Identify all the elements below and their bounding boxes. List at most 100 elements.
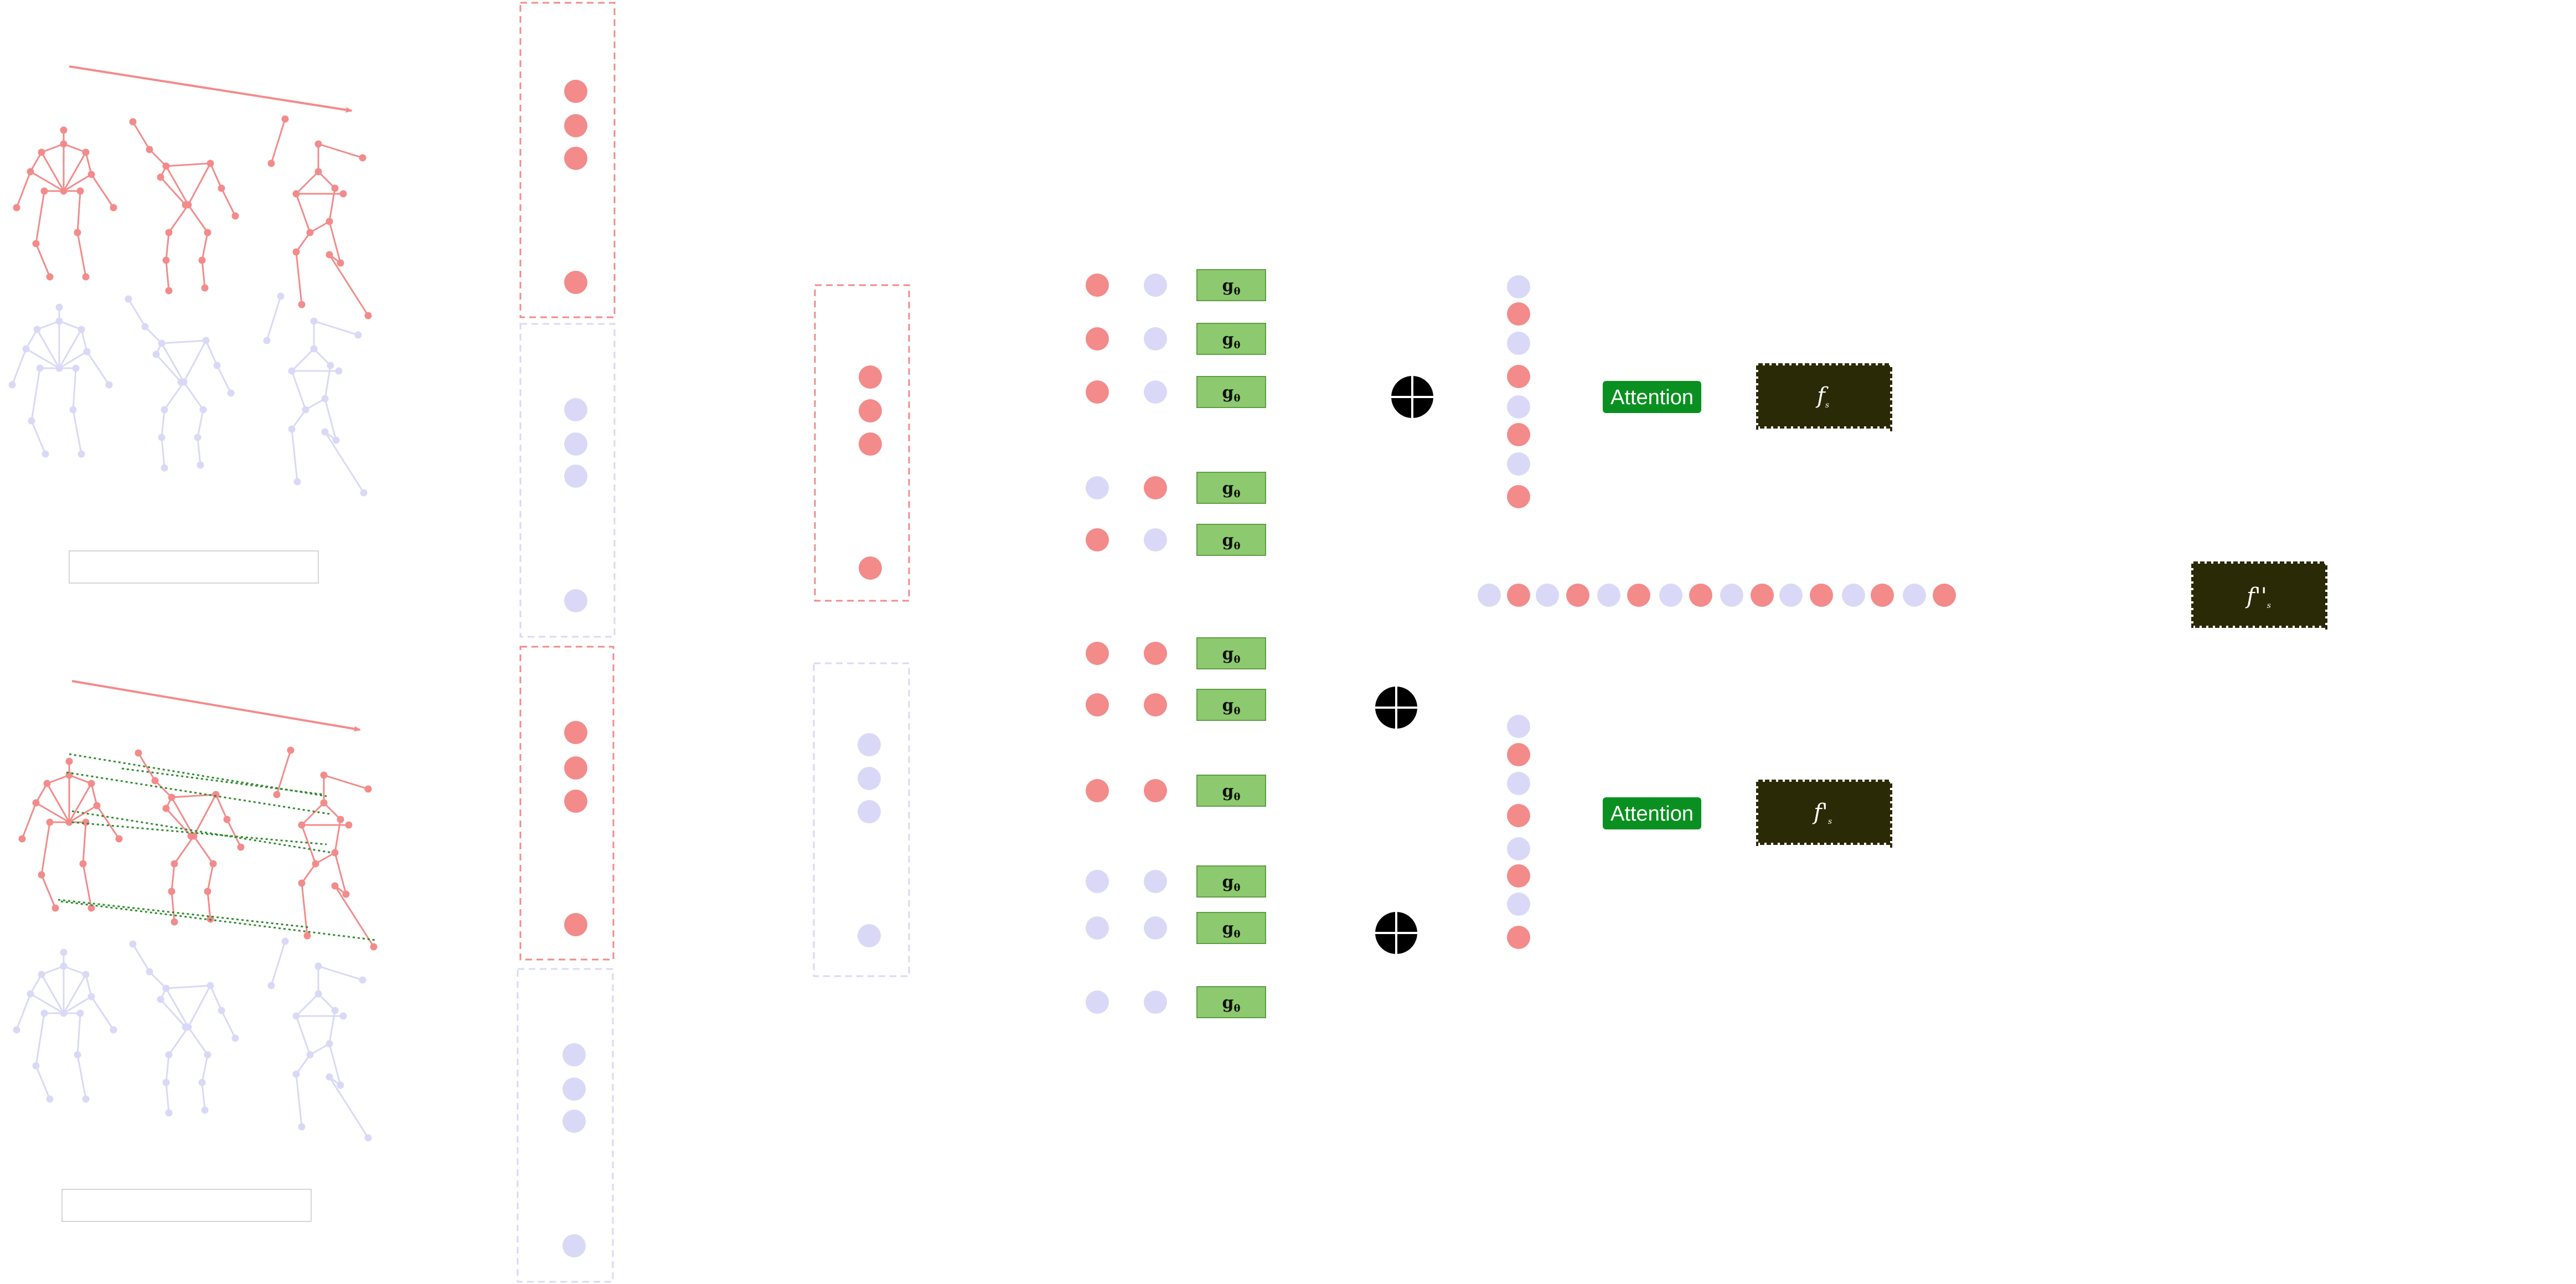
bone — [72, 368, 77, 410]
ragged-edge — [1756, 835, 1758, 839]
joint — [332, 436, 340, 444]
red-joint-dot — [564, 913, 587, 936]
bone — [295, 1054, 311, 1075]
ragged-edge — [1885, 780, 1889, 782]
ragged-edge — [1780, 426, 1784, 429]
pair-left-dot — [1086, 693, 1109, 716]
ragged-edge — [1826, 426, 1831, 429]
ragged-edge — [1886, 843, 1891, 845]
red-joint-dot — [859, 432, 882, 456]
bone — [318, 965, 363, 981]
joint — [359, 154, 366, 162]
ragged-edge — [1756, 405, 1758, 410]
ragged-edge — [2315, 626, 2319, 628]
lavender-joint-dot — [562, 1110, 586, 1133]
joint — [327, 362, 334, 369]
joint — [65, 818, 73, 826]
ragged-edge — [2233, 561, 2238, 564]
skeleton-group-bottom — [13, 746, 378, 1142]
joint — [13, 1026, 20, 1034]
bone — [165, 166, 189, 205]
joint — [32, 240, 40, 247]
ragged-edge — [2273, 561, 2278, 564]
bone — [309, 1043, 330, 1056]
joint — [360, 489, 368, 497]
feature-box-final-shape — [2193, 564, 2325, 626]
joint — [65, 757, 73, 765]
g-theta-box — [1196, 323, 1266, 355]
ragged-edge — [1890, 803, 1892, 808]
joint — [69, 406, 77, 414]
bone — [205, 340, 218, 366]
ragged-edge — [1890, 414, 1892, 418]
joint — [146, 968, 153, 976]
joint — [213, 362, 221, 369]
joint — [281, 937, 289, 945]
joint — [27, 990, 34, 998]
bone — [295, 171, 319, 195]
bone — [317, 171, 336, 189]
joint — [287, 746, 295, 754]
ragged-edge — [2268, 626, 2273, 628]
joint — [314, 140, 322, 148]
ragged-edge — [1756, 808, 1758, 813]
bone — [40, 874, 56, 909]
joint — [110, 204, 117, 212]
bone — [63, 173, 92, 192]
joint — [207, 982, 214, 989]
joint — [171, 860, 178, 868]
ragged-edge — [1833, 426, 1837, 429]
ragged-edge — [1851, 780, 1856, 782]
bone — [30, 171, 64, 192]
ragged-edge — [1890, 367, 1892, 372]
joint — [204, 229, 211, 236]
joint — [40, 187, 48, 195]
ragged-edge — [2255, 626, 2259, 628]
bone — [155, 353, 182, 383]
bone — [90, 783, 98, 806]
joint — [60, 140, 68, 148]
bone — [76, 1013, 81, 1055]
joint — [364, 312, 372, 319]
joint — [370, 943, 378, 951]
bone — [328, 188, 336, 222]
correspondence-link — [69, 753, 327, 797]
ragged-edge — [2215, 626, 2219, 628]
sequence-dot — [1720, 584, 1743, 607]
bone — [82, 863, 92, 909]
pair-right-dot — [1144, 380, 1167, 404]
bone — [36, 329, 60, 369]
ragged-edge — [1860, 426, 1864, 429]
bone — [40, 974, 65, 1014]
g-theta-label: gθ — [1222, 383, 1241, 404]
feature-box-top-shape — [1758, 365, 1890, 426]
bone — [96, 805, 120, 839]
bone — [220, 188, 236, 216]
pair-right-dot — [1144, 642, 1167, 665]
bone — [187, 163, 211, 205]
bone — [171, 891, 175, 922]
bone — [334, 819, 342, 853]
ragged-edge — [1873, 843, 1877, 845]
ragged-edge — [1787, 843, 1791, 845]
ragged-edge — [2325, 599, 2327, 603]
joint — [32, 1062, 40, 1070]
aggregated-bottom-dot — [1507, 772, 1530, 795]
joint — [180, 378, 188, 386]
bone — [313, 348, 332, 367]
bone — [63, 965, 86, 976]
ragged-edge — [1840, 843, 1844, 845]
bone — [295, 1015, 311, 1055]
joint — [198, 256, 206, 264]
bone — [72, 409, 82, 455]
circle-plus-icon-1 — [1391, 376, 1433, 418]
lavender-joint-dot — [562, 1077, 586, 1101]
ragged-edge — [1853, 843, 1857, 845]
joint — [82, 818, 90, 826]
ragged-edge — [1756, 795, 1758, 800]
pair-left-dot — [1086, 916, 1109, 940]
aggregated-bottom-dot — [1507, 715, 1530, 738]
bone — [291, 348, 315, 372]
ragged-edge — [2295, 626, 2299, 628]
lavender-joint-dot — [564, 589, 587, 612]
